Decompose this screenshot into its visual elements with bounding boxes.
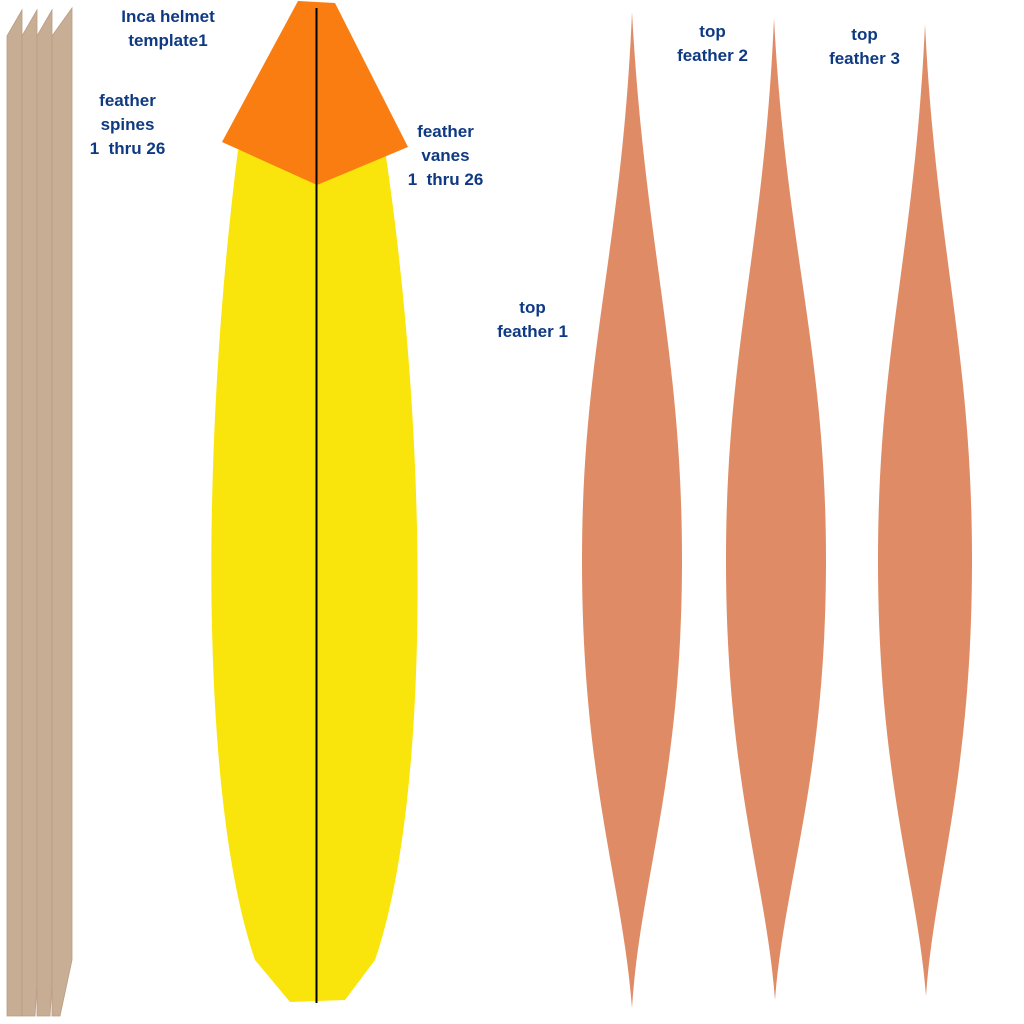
vanes-label: feather vanes 1 thru 26 <box>407 122 484 189</box>
spines-label: feather spines 1 thru 26 <box>89 91 166 158</box>
feather-vane <box>211 150 418 1002</box>
title-label: Inca helmet template1 <box>121 7 215 50</box>
helmet-cap <box>222 1 408 185</box>
top-feather-2-label: top feather 2 <box>677 22 748 65</box>
top-feather-1-label: top feather 1 <box>497 298 568 341</box>
feather-spine <box>36 8 53 1017</box>
feather-spine <box>6 8 23 1017</box>
top-feather-1 <box>582 12 682 1008</box>
top-feather-3-label: top feather 3 <box>829 25 900 68</box>
top-feather-3 <box>878 24 972 996</box>
feather-spine <box>51 6 73 1017</box>
feather-spines <box>6 6 73 1017</box>
feather-spine <box>21 8 38 1017</box>
top-feather-2 <box>726 18 826 1000</box>
